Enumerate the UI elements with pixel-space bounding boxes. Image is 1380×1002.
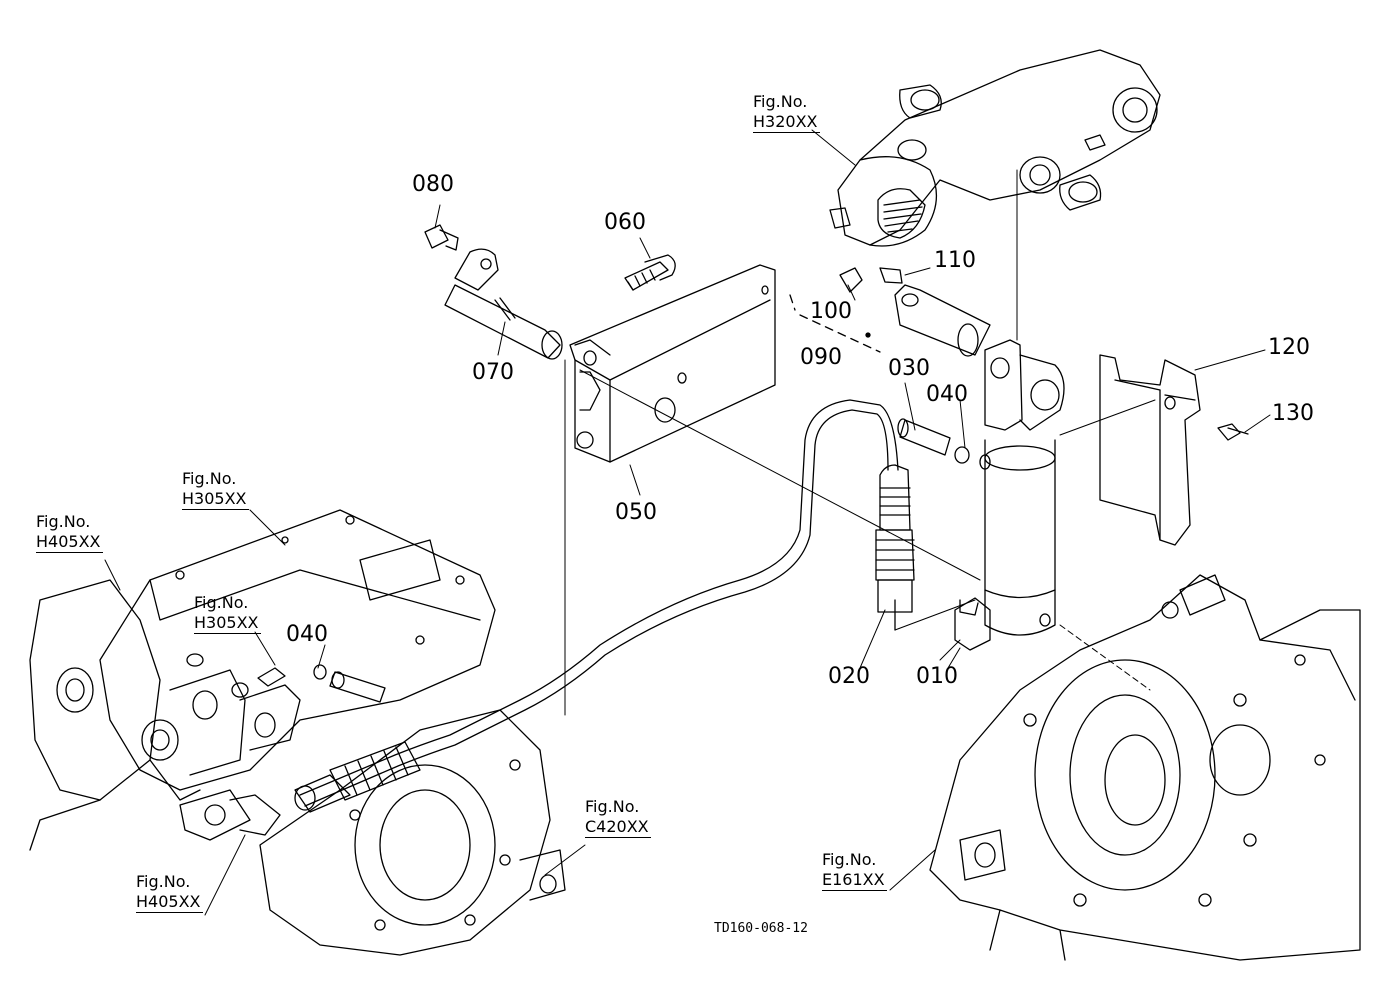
hydraulic-cylinder [894,339,1065,661]
cover-120 [1099,354,1201,546]
hydraulic-pipe [299,399,899,807]
fig-ref-c420xx[interactable]: Fig.No. C420XX [585,797,651,838]
fig-ref-label: Fig.No. [136,872,191,891]
part-label-050: 050 [615,500,657,525]
leader-lines [104,129,1271,916]
fig-ref-label: Fig.No. [182,469,237,488]
sleeve-030 [897,418,951,456]
fig-ref-label: Fig.No. [585,797,640,816]
pin-070 [444,248,563,360]
part-label-120: 120 [1268,335,1310,360]
bolt-060 [624,254,676,291]
part-label-060: 060 [604,210,646,235]
part-label-090: 090 [800,345,842,370]
lift-arm-assembly [829,49,1161,341]
fig-ref-label: Fig.No. [194,593,249,612]
fig-ref-code: H320XX [753,112,820,133]
fig-ref-label: Fig.No. [753,92,808,111]
fig-ref-h405xx-bottom[interactable]: Fig.No. H405XX [136,872,203,913]
axle-housing [929,574,1361,961]
bolt-130 [1217,423,1249,441]
fig-ref-code: H405XX [136,892,203,913]
bracket-050 [569,264,776,463]
fig-ref-code: H305XX [194,613,261,634]
control-valve-housing [29,509,496,851]
fig-ref-code: C420XX [585,817,651,838]
drawing-id: TD160-068-12 [714,921,808,936]
fig-ref-h320xx[interactable]: Fig.No. H320XX [753,92,820,133]
bolt-080 [424,224,459,251]
part-label-010: 010 [916,664,958,689]
fig-ref-label: Fig.No. [36,512,91,531]
transmission-case [259,709,566,956]
fig-ref-h405xx-left[interactable]: Fig.No. H405XX [36,512,103,553]
part-label-100: 100 [810,299,852,324]
clamp-040-upper [954,446,991,470]
part-label-040-lower: 040 [286,622,328,647]
part-label-040-upper: 040 [926,382,968,407]
hose-fitting-020 [875,464,915,613]
part-label-020: 020 [828,664,870,689]
part-label-080: 080 [412,172,454,197]
part-label-030: 030 [888,356,930,381]
fig-ref-e161xx[interactable]: Fig.No. E161XX [822,850,887,891]
fig-ref-h305xx-top[interactable]: Fig.No. H305XX [182,469,249,510]
fig-ref-code: H305XX [182,489,249,510]
fig-ref-code: E161XX [822,870,887,891]
part-label-130: 130 [1272,401,1314,426]
fig-ref-code: H405XX [36,532,103,553]
part-label-110: 110 [934,248,976,273]
part-label-070: 070 [472,360,514,385]
fig-ref-h305xx-mid[interactable]: Fig.No. H305XX [194,593,261,634]
fig-ref-label: Fig.No. [822,850,877,869]
pin-assembly-090 [789,267,991,357]
